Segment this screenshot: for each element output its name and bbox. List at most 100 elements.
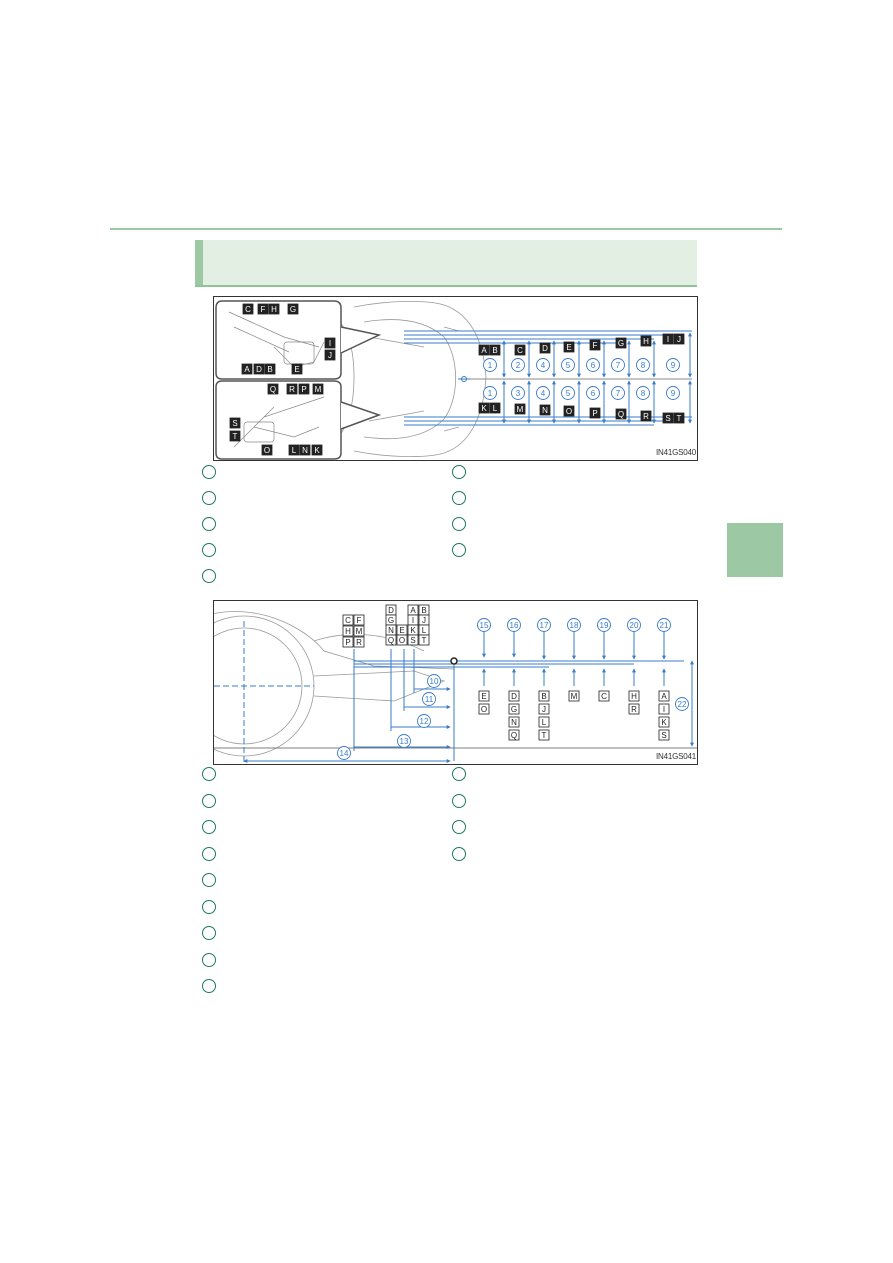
inset-front — [215, 300, 382, 380]
fig1-num-bottom-4: 4 — [541, 389, 546, 398]
fig2-label-g-172-12: G — [388, 616, 394, 625]
fig1-num-bottom-8-circle — [636, 386, 650, 400]
fig1-label-j: J — [677, 335, 681, 344]
fig2-col-label-n-295-box — [508, 716, 520, 728]
fig1-inset-label-a: A — [244, 365, 250, 374]
fig2-col-label-q-295: Q — [511, 731, 517, 740]
fig1-label-o: O — [566, 407, 572, 416]
fig1-label-q: Q — [618, 410, 624, 419]
fig1-inset-label-c: C — [245, 305, 251, 314]
fig1-num-bottom-7: 7 — [616, 389, 621, 398]
legend1-marker-right-0 — [452, 465, 466, 479]
fig1-label-e: E — [566, 343, 571, 352]
fig1-num-top-1: 1 — [488, 361, 493, 370]
fig2-num-15-circle — [477, 618, 491, 632]
fig1-num-bottom-1: 1 — [488, 389, 493, 398]
fig2-num-19: 19 — [600, 621, 609, 630]
fig1-inset-label-n: N — [302, 446, 308, 455]
legend2-marker-left-4 — [202, 873, 216, 887]
fig2-num-15: 15 — [480, 621, 489, 630]
legend2-marker-left-1 — [202, 793, 216, 808]
fig2-col-label-g-295-box — [508, 703, 520, 715]
fig1-inset-label-r-box — [286, 383, 298, 395]
fig2-label-s-194-32: S — [410, 636, 415, 645]
fig2-label-j-205-12: J — [422, 616, 426, 625]
fig2-label-k-194-22: K — [410, 626, 416, 635]
fig1-inset-label-p: P — [301, 385, 306, 394]
legend2-marker-right-3 — [452, 846, 466, 861]
fig2-label-f-140-2-box — [353, 614, 365, 626]
fig2-col-label-i-445: I — [663, 705, 665, 714]
fig1-label-f: F — [593, 341, 598, 350]
fig1-num-bottom-9: 9 — [671, 389, 676, 398]
fig2-num-20: 20 — [630, 621, 639, 630]
fig2-num-11-circle — [422, 692, 436, 706]
fig2-col-label-k-445-box — [658, 716, 670, 728]
fig1-label-c-box — [514, 344, 526, 356]
fig1-label-q-box — [615, 408, 627, 420]
fig1-inset-label-k: K — [314, 446, 320, 455]
fig2-label-q-172-32: Q — [388, 636, 394, 645]
fig1-num-bottom-8: 8 — [641, 389, 646, 398]
fig1-label-m-box — [514, 403, 526, 415]
fig1-label-s: S — [665, 414, 670, 423]
fig2-num-18-circle — [567, 618, 581, 632]
fig2-col-label-r-415: R — [631, 705, 637, 714]
fig1-inset-label-a-box — [241, 363, 253, 375]
fig1-inset-label-l-box — [288, 444, 300, 456]
fig1-inset-label-j-box — [324, 349, 336, 361]
fig1-inset-label-m: M — [315, 385, 322, 394]
fig2-col-label-n-295: N — [511, 718, 517, 727]
fig1-num-bottom-5: 5 — [566, 389, 571, 398]
fig1-num-bottom-7-circle — [611, 386, 625, 400]
fig1-num-bottom-3-circle — [511, 386, 525, 400]
fig1-label-k: K — [481, 404, 487, 413]
fig1-label-n: N — [542, 406, 548, 415]
fig2-num-17-circle — [537, 618, 551, 632]
legend2-marker-right-0 — [452, 767, 466, 781]
fig2-col-label-q-295-box — [508, 729, 520, 741]
figure-id-2: IN41GS041 — [656, 752, 697, 761]
fig1-label-t-box — [673, 412, 685, 424]
fig1-label-d-box — [539, 342, 551, 354]
fig1-inset-label-b: B — [267, 365, 272, 374]
fig2-num-21: 21 — [660, 621, 669, 630]
fig1-num-bottom-3: 3 — [516, 389, 521, 398]
fig1-inset-label-n-box — [299, 444, 311, 456]
fig2-col-label-t-325: T — [542, 731, 547, 740]
fig2-num-14: 14 — [340, 749, 349, 758]
fig1-label-r-box — [640, 410, 652, 422]
fig1-label-d: D — [542, 344, 548, 353]
fig2-col-label-j-325-box — [538, 703, 550, 715]
fig1-label-h-box — [640, 335, 652, 347]
fig1-num-bottom-6: 6 — [591, 389, 596, 398]
fig2-num-22-circle — [675, 697, 689, 711]
fig2-col-label-c-385-box — [598, 690, 610, 702]
fig2-col-label-r-415-box — [628, 703, 640, 715]
fig1-label-g-box — [615, 337, 627, 349]
fig2-label-f-140-2: F — [357, 616, 362, 625]
fig1-inset-label-g-box — [287, 303, 299, 315]
fig1-label-e-box — [563, 341, 575, 353]
fig2-num-17: 17 — [540, 621, 549, 630]
fig1-label-a: A — [481, 346, 487, 355]
fig1-num-bottom-6-circle — [586, 386, 600, 400]
legend2-marker-right-2 — [452, 820, 466, 834]
fig1-inset-label-f-box — [257, 303, 269, 315]
legend2-marker-left-0 — [202, 767, 216, 781]
fig1-label-o-box — [563, 405, 575, 417]
fig1-label-j-box — [673, 333, 685, 345]
fig2-col-label-h-415-box — [628, 690, 640, 702]
fig1-inset-label-s-box — [229, 417, 241, 429]
fig1-inset-label-s: S — [232, 419, 237, 428]
fig2-label-n-172-22: N — [388, 626, 394, 635]
fig1-label-m: M — [517, 405, 524, 414]
fig2-label-s-194-32-box — [407, 634, 419, 646]
fig1-label-k-box — [478, 402, 490, 414]
fig1-label-p: P — [592, 409, 597, 418]
fig2-col-label-a-445-box — [658, 690, 670, 702]
fig2-label-r-140-24: R — [356, 638, 362, 647]
legend1-marker-left-2 — [202, 517, 216, 531]
legend2-marker-left-5 — [202, 899, 216, 914]
